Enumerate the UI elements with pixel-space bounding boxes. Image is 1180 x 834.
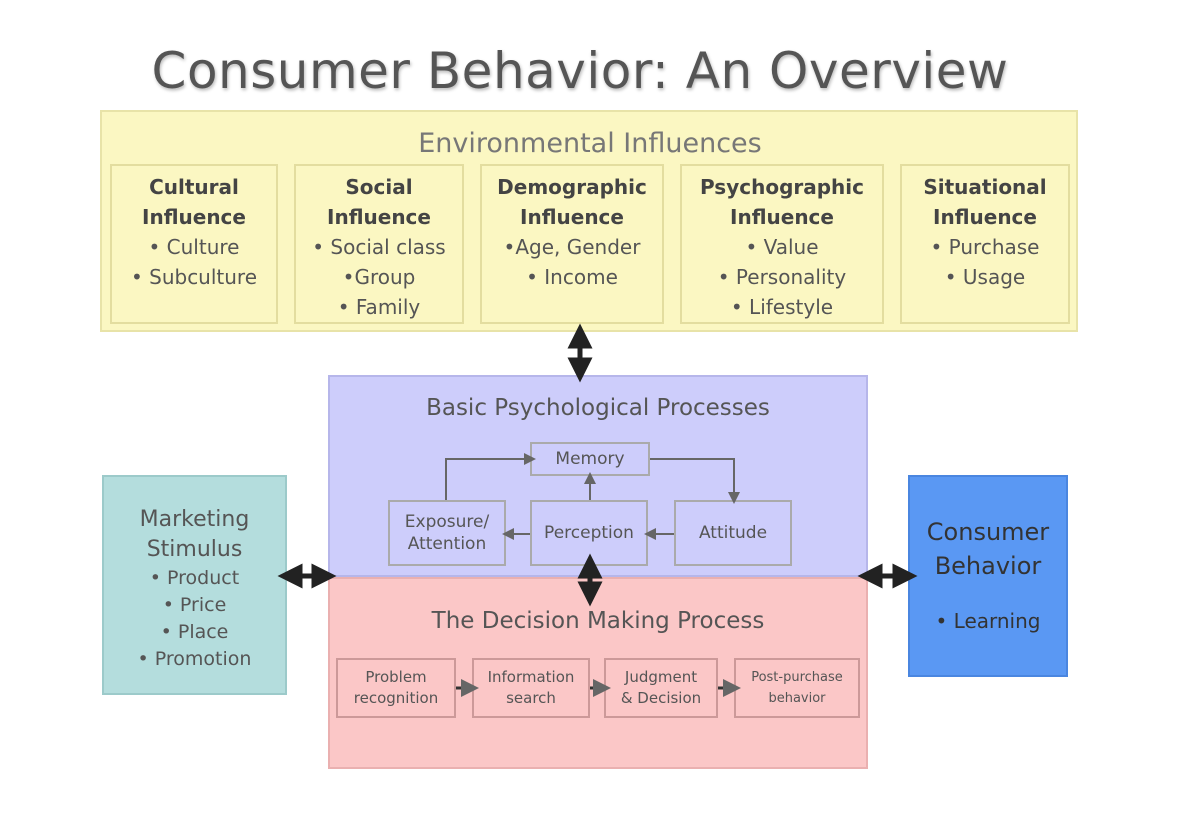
social-heading: Social xyxy=(345,175,413,199)
memory-label: Memory xyxy=(555,449,625,469)
perception-label: Perception xyxy=(544,523,634,543)
consumer-title: Consumer xyxy=(926,518,1050,546)
memory-exposure-connector xyxy=(445,453,536,500)
psychographic-heading-2: Influence xyxy=(730,205,834,229)
demographic-heading: Demographic xyxy=(497,175,647,199)
decision-process-title: The Decision Making Process xyxy=(431,608,765,634)
attitude-box: Attitude xyxy=(674,500,792,566)
marketing-bullet: • Price xyxy=(162,594,227,616)
marketing-bullet: • Promotion xyxy=(137,648,252,670)
step-label: Problem xyxy=(365,668,427,686)
demographic-influence-box: Demographic Influence •Age, Gender • Inc… xyxy=(480,164,664,324)
psychographic-influence-box: Psychographic Influence • Value • Person… xyxy=(680,164,884,324)
cultural-heading: Cultural xyxy=(149,175,239,199)
situational-bullet: • Usage xyxy=(944,265,1026,289)
step-label: Post-purchase xyxy=(751,670,843,685)
exposure-label: Exposure/ xyxy=(404,512,490,532)
step-label: & Decision xyxy=(620,689,702,707)
psychographic-heading: Psychographic xyxy=(699,175,865,199)
cultural-heading-2: Influence xyxy=(142,205,246,229)
environmental-influences-title: Environmental Influences xyxy=(418,128,762,159)
social-influence-box: Social Influence • Social class •Group •… xyxy=(294,164,464,324)
attention-label: Attention xyxy=(407,534,487,554)
psychographic-bullet: • Value xyxy=(745,235,819,259)
marketing-stimulus-box: Marketing Stimulus • Product • Price • P… xyxy=(102,475,287,695)
step-label: behavior xyxy=(768,691,826,706)
marketing-title: Marketing xyxy=(139,507,250,532)
social-heading-2: Influence xyxy=(327,205,431,229)
cultural-bullet: • Culture xyxy=(148,235,240,259)
situational-heading-2: Influence xyxy=(933,205,1037,229)
judgment-decision-box: Judgment & Decision xyxy=(604,658,718,718)
step-label: Information xyxy=(487,668,575,686)
information-search-box: Information search xyxy=(472,658,590,718)
marketing-bullet: • Place xyxy=(160,621,229,643)
social-bullet: •Group xyxy=(342,265,416,289)
page-title: Consumer Behavior: An Overview xyxy=(151,42,1009,100)
step-label: recognition xyxy=(353,689,439,707)
step-label: Judgment xyxy=(624,668,698,686)
social-bullet: • Family xyxy=(337,295,421,319)
situational-heading: Situational xyxy=(923,175,1047,199)
memory-attitude-connector xyxy=(650,458,740,504)
demographic-heading-2: Influence xyxy=(520,205,624,229)
social-bullet: • Social class xyxy=(312,235,446,259)
psychographic-bullet: • Lifestyle xyxy=(730,295,834,319)
stimulus-title: Stimulus xyxy=(146,537,243,562)
demographic-bullet: •Age, Gender xyxy=(503,235,641,259)
cultural-bullet: • Subculture xyxy=(130,265,258,289)
attitude-label: Attitude xyxy=(698,523,768,543)
consumer-behavior-box: Consumer Behavior • Learning xyxy=(908,475,1068,677)
consumer-bullet: • Learning xyxy=(935,609,1041,633)
post-purchase-box: Post-purchase behavior xyxy=(734,658,860,718)
psychographic-bullet: • Personality xyxy=(717,265,847,289)
cultural-influence-box: Cultural Influence • Culture • Subcultur… xyxy=(110,164,278,324)
situational-influence-box: Situational Influence • Purchase • Usage xyxy=(900,164,1070,324)
exposure-attention-box: Exposure/ Attention xyxy=(388,500,506,566)
situational-bullet: • Purchase xyxy=(930,235,1040,259)
marketing-bullet: • Product xyxy=(149,567,240,589)
psychological-processes-title: Basic Psychological Processes xyxy=(426,395,770,421)
demographic-bullet: • Income xyxy=(526,265,618,289)
problem-recognition-box: Problem recognition xyxy=(336,658,456,718)
behavior-title: Behavior xyxy=(934,552,1042,580)
step-label: search xyxy=(506,689,556,707)
